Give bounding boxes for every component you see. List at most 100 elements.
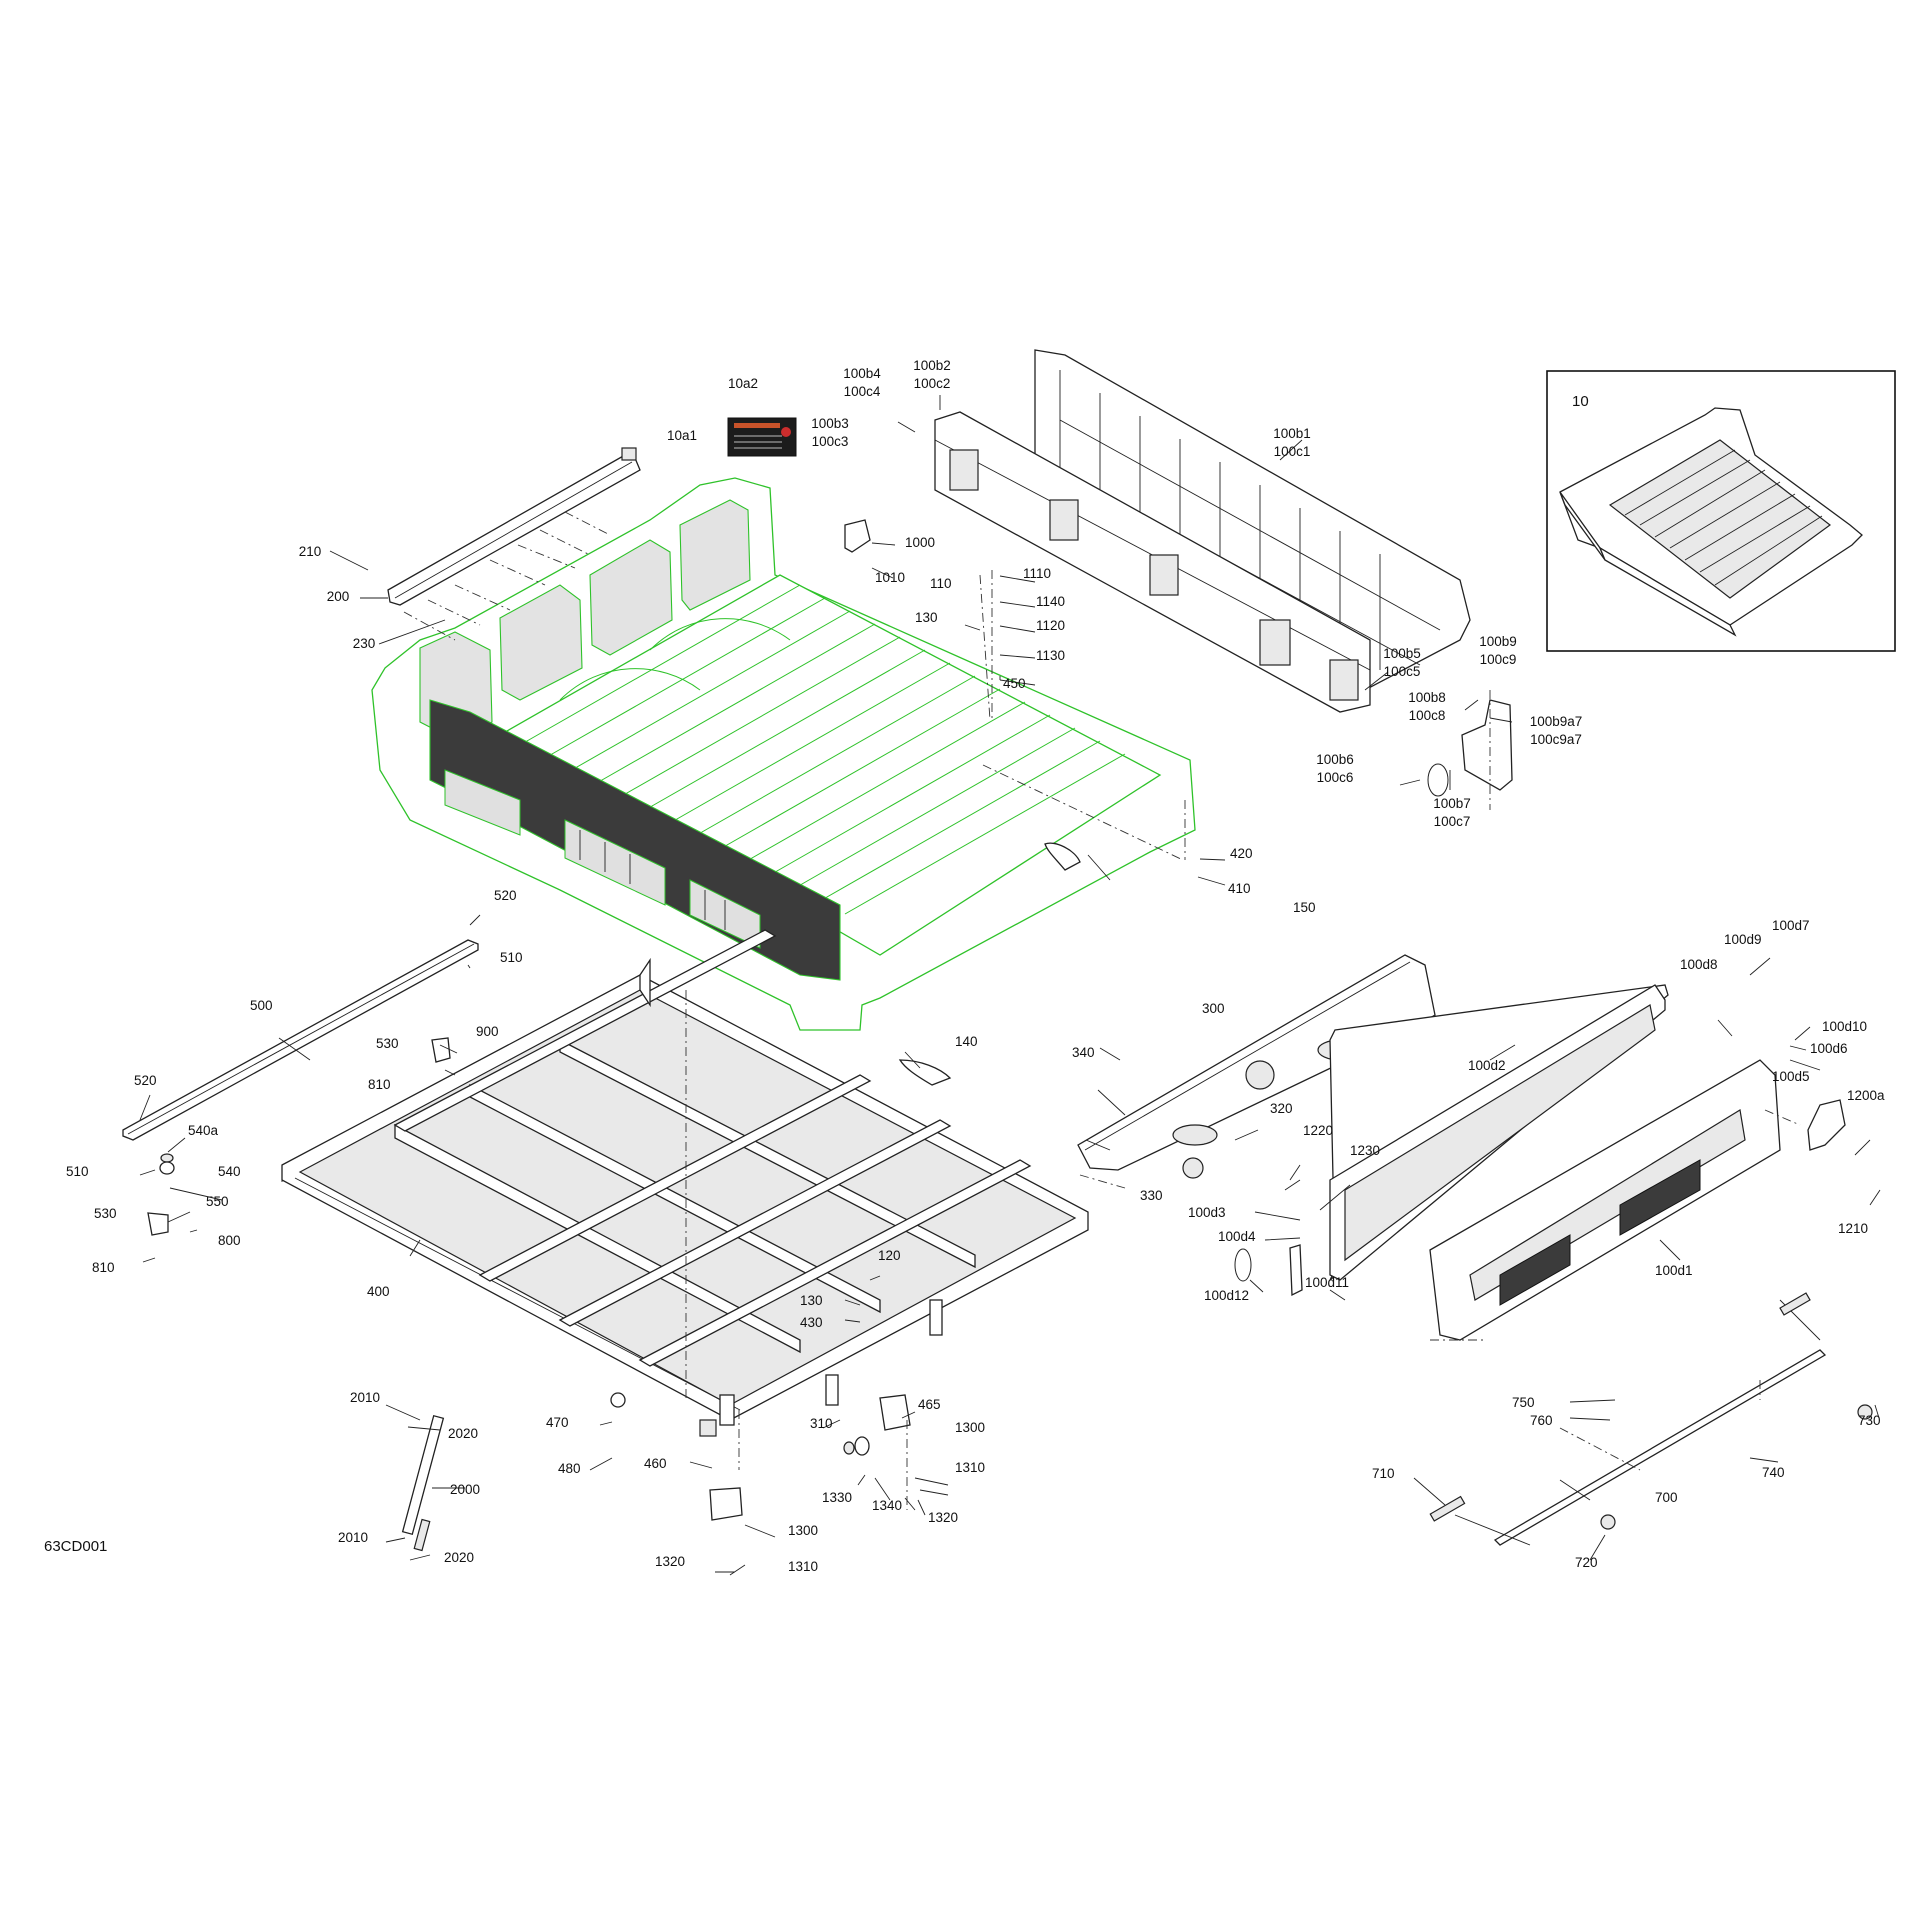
callout-100c6: 100c6 xyxy=(1317,770,1354,785)
callout-100b1: 100b1 xyxy=(1273,426,1311,441)
plug-330 xyxy=(1182,1157,1204,1179)
callout-100c2: 100c2 xyxy=(914,376,951,391)
decal-warning-icon xyxy=(781,427,791,437)
callout-100c4: 100c4 xyxy=(844,384,881,399)
callout-130-lower: 130 xyxy=(800,1293,823,1308)
callout-100d4: 100d4 xyxy=(1218,1229,1256,1244)
callout-230: 230 xyxy=(353,636,376,651)
callout-1140: 1140 xyxy=(1036,594,1065,609)
callout-540a: 540a xyxy=(188,1123,219,1138)
strip-150 xyxy=(1044,842,1081,871)
callout-470: 470 xyxy=(546,1415,569,1430)
callout-710: 710 xyxy=(1372,1466,1395,1481)
callout-1010: 1010 xyxy=(875,570,905,585)
callout-310: 310 xyxy=(810,1416,833,1431)
callout-10a1: 10a1 xyxy=(667,428,697,443)
side-rail-200 xyxy=(387,447,641,606)
callout-100d2: 100d2 xyxy=(1468,1058,1506,1073)
callout-530-lower: 530 xyxy=(94,1206,117,1221)
callout-100c9a7: 100c9a7 xyxy=(1530,732,1582,747)
cable-100d12 xyxy=(1234,1248,1252,1282)
tailgate-inner-100d2 xyxy=(1329,984,1669,1281)
chassis-frame-400 xyxy=(281,929,1089,1437)
callout-480: 480 xyxy=(558,1461,581,1476)
callout-200: 200 xyxy=(327,589,350,604)
callout-100b6: 100b6 xyxy=(1316,752,1354,767)
callout-100d1: 100d1 xyxy=(1655,1263,1693,1278)
bracket-900 xyxy=(431,1037,451,1063)
callout-1320-upper: 1320 xyxy=(928,1510,958,1525)
callout-100d6: 100d6 xyxy=(1810,1041,1848,1056)
callout-100c5: 100c5 xyxy=(1384,664,1421,679)
callout-740: 740 xyxy=(1762,1465,1785,1480)
bracket-100b9 xyxy=(1461,699,1513,791)
decal-header-bar xyxy=(734,423,780,428)
callout-2010-upper: 2010 xyxy=(350,1390,380,1405)
callout-100b9a7: 100b9a7 xyxy=(1530,714,1583,729)
tailgate-outer-100d1 xyxy=(1429,1059,1781,1341)
callout-210: 210 xyxy=(299,544,322,559)
hardware-items xyxy=(147,519,1303,1521)
callout-800: 800 xyxy=(218,1233,241,1248)
callout-1120: 1120 xyxy=(1036,618,1065,633)
callout-2010-lower: 2010 xyxy=(338,1530,368,1545)
callout-340: 340 xyxy=(1072,1045,1095,1060)
bed-wall-panel xyxy=(589,539,673,656)
callout-100d8: 100d8 xyxy=(1680,957,1718,972)
callout-labels: 10a2 10a1 100b4 100c4 100b2 100c2 100b3 … xyxy=(66,358,1885,1574)
assembly-lines xyxy=(403,511,1801,1510)
callout-100c1: 100c1 xyxy=(1274,444,1311,459)
washer-540a xyxy=(160,1153,174,1163)
callout-720: 720 xyxy=(1575,1555,1598,1570)
callout-100b3: 100b3 xyxy=(811,416,849,431)
inset-label: 10 xyxy=(1572,393,1589,410)
callout-510-lower: 510 xyxy=(66,1164,89,1179)
bracket-1000 xyxy=(844,519,871,553)
callout-300: 300 xyxy=(1202,1001,1225,1016)
callout-1230: 1230 xyxy=(1350,1143,1380,1158)
diagram-reference-code: 63CD001 xyxy=(44,1538,107,1555)
callout-320: 320 xyxy=(1270,1101,1293,1116)
callout-810-upper: 810 xyxy=(368,1077,391,1092)
callout-2020-lower: 2020 xyxy=(444,1550,474,1565)
callout-1310-lower: 1310 xyxy=(788,1559,818,1574)
callout-460: 460 xyxy=(644,1456,667,1471)
callout-100c3: 100c3 xyxy=(812,434,849,449)
callout-330: 330 xyxy=(1140,1188,1163,1203)
callout-430: 430 xyxy=(800,1315,823,1330)
callout-120: 120 xyxy=(878,1248,901,1263)
callout-2020-upper: 2020 xyxy=(448,1426,478,1441)
callout-100d11: 100d11 xyxy=(1305,1275,1349,1290)
callout-100c7: 100c7 xyxy=(1434,814,1471,829)
inset-item-10: 10 xyxy=(1546,370,1896,652)
callout-520-lower: 520 xyxy=(134,1073,157,1088)
callout-1220: 1220 xyxy=(1303,1123,1333,1138)
inset-cargo-box-illustration xyxy=(1559,407,1863,637)
callout-760: 760 xyxy=(1530,1413,1553,1428)
spacer-540 xyxy=(159,1161,175,1175)
callout-1320-lower: 1320 xyxy=(655,1554,685,1569)
callout-2000: 2000 xyxy=(450,1482,480,1497)
cargo-box-highlighted xyxy=(371,417,1196,1031)
callout-1300-upper: 1300 xyxy=(955,1420,985,1435)
cap-1330 xyxy=(843,1441,855,1455)
callout-1200a: 1200a xyxy=(1847,1088,1885,1103)
callout-1210: 1210 xyxy=(1838,1221,1868,1236)
callout-750: 750 xyxy=(1512,1395,1535,1410)
callout-130-upper: 130 xyxy=(915,610,938,625)
gas-strut-2000 xyxy=(401,1414,445,1552)
leader-lines xyxy=(139,395,1881,1576)
spacer-470 xyxy=(610,1392,626,1408)
callout-1110: 1110 xyxy=(1023,566,1051,581)
bracket-1300-upper xyxy=(879,1394,911,1431)
callout-530-upper: 530 xyxy=(376,1036,399,1051)
callout-510-upper: 510 xyxy=(500,950,523,965)
callout-410: 410 xyxy=(1228,881,1251,896)
callout-500: 500 xyxy=(250,998,273,1013)
bed-wall-panel xyxy=(499,584,583,701)
callout-150: 150 xyxy=(1293,900,1316,915)
callout-1330: 1330 xyxy=(822,1490,852,1505)
callout-1340: 1340 xyxy=(872,1498,902,1513)
bushing-1340 xyxy=(854,1436,870,1456)
